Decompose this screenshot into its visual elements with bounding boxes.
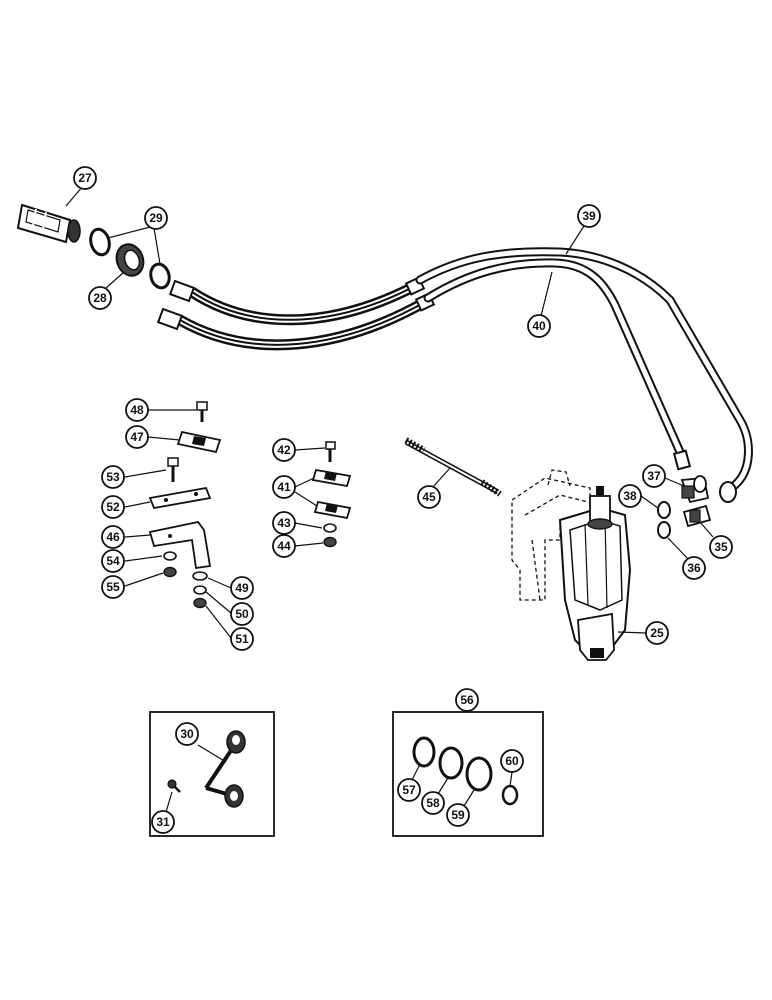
callout-60: 60 bbox=[500, 749, 524, 773]
callout-30-label: 30 bbox=[180, 727, 194, 741]
callout-50: 50 bbox=[230, 602, 254, 626]
fittings-group bbox=[657, 475, 712, 539]
callout-36-label: 36 bbox=[687, 561, 701, 575]
callout-51-label: 51 bbox=[235, 632, 249, 646]
callout-57-label: 57 bbox=[402, 783, 416, 797]
seal-kit-box bbox=[392, 711, 544, 837]
callout-47-label: 47 bbox=[130, 430, 144, 444]
callout-35-label: 35 bbox=[714, 540, 728, 554]
callout-59: 59 bbox=[446, 803, 470, 827]
hardware-group-middle bbox=[311, 441, 352, 548]
callout-44-label: 44 bbox=[277, 539, 291, 553]
callout-30: 30 bbox=[175, 722, 199, 746]
callout-31-label: 31 bbox=[156, 815, 170, 829]
callout-52: 52 bbox=[101, 495, 125, 519]
callout-37: 37 bbox=[642, 464, 666, 488]
callout-25-label: 25 bbox=[650, 626, 664, 640]
callout-31: 31 bbox=[151, 810, 175, 834]
callout-57: 57 bbox=[397, 778, 421, 802]
callout-49-label: 49 bbox=[235, 581, 249, 595]
callout-46-label: 46 bbox=[106, 530, 120, 544]
callout-39-label: 39 bbox=[582, 209, 596, 223]
callout-52-label: 52 bbox=[106, 500, 120, 514]
callout-39: 39 bbox=[577, 204, 601, 228]
callout-55-label: 55 bbox=[106, 580, 120, 594]
tie-rod-stud bbox=[404, 437, 502, 497]
callout-28: 28 bbox=[88, 286, 112, 310]
callout-53-label: 53 bbox=[106, 470, 120, 484]
callout-51: 51 bbox=[230, 627, 254, 651]
callout-36: 36 bbox=[682, 556, 706, 580]
callout-54-label: 54 bbox=[106, 554, 120, 568]
callout-37-label: 37 bbox=[647, 469, 661, 483]
callout-43-label: 43 bbox=[277, 516, 291, 530]
callout-47: 47 bbox=[125, 425, 149, 449]
callout-25: 25 bbox=[645, 621, 669, 645]
callout-54: 54 bbox=[101, 549, 125, 573]
callout-48: 48 bbox=[125, 398, 149, 422]
callout-50-label: 50 bbox=[235, 607, 249, 621]
callout-40: 40 bbox=[527, 314, 551, 338]
callout-58: 58 bbox=[421, 791, 445, 815]
callout-42: 42 bbox=[272, 438, 296, 462]
callout-58-label: 58 bbox=[426, 796, 440, 810]
callout-29: 29 bbox=[144, 206, 168, 230]
callout-41: 41 bbox=[272, 475, 296, 499]
adapter-nut-part bbox=[115, 243, 145, 277]
leader-lines bbox=[65, 185, 714, 813]
callout-28-label: 28 bbox=[93, 291, 107, 305]
callout-55: 55 bbox=[101, 575, 125, 599]
callout-38-label: 38 bbox=[623, 489, 637, 503]
callout-35: 35 bbox=[709, 535, 733, 559]
callout-56-label: 56 bbox=[460, 693, 474, 707]
callout-27: 27 bbox=[73, 166, 97, 190]
callout-56: 56 bbox=[455, 688, 479, 712]
lever-kit-box bbox=[149, 711, 275, 837]
callout-46: 46 bbox=[101, 525, 125, 549]
callout-48-label: 48 bbox=[130, 403, 144, 417]
callout-38: 38 bbox=[618, 484, 642, 508]
callout-42-label: 42 bbox=[277, 443, 291, 457]
callout-45-label: 45 bbox=[422, 490, 436, 504]
hardware-group-left bbox=[148, 401, 222, 609]
callout-45: 45 bbox=[417, 485, 441, 509]
callout-41-label: 41 bbox=[277, 480, 291, 494]
quick-coupler-part bbox=[16, 203, 81, 244]
callout-44: 44 bbox=[272, 534, 296, 558]
callout-40-label: 40 bbox=[532, 319, 546, 333]
callout-29-label: 29 bbox=[149, 211, 163, 225]
callout-60-label: 60 bbox=[505, 754, 519, 768]
callout-27-label: 27 bbox=[78, 171, 92, 185]
o-ring-part bbox=[89, 227, 171, 290]
steel-tubes bbox=[415, 247, 753, 503]
callout-53: 53 bbox=[101, 465, 125, 489]
callout-43: 43 bbox=[272, 511, 296, 535]
callout-59-label: 59 bbox=[451, 808, 465, 822]
callout-49: 49 bbox=[230, 576, 254, 600]
hydraulic-hoses bbox=[156, 276, 436, 351]
control-valve-part bbox=[511, 469, 632, 661]
